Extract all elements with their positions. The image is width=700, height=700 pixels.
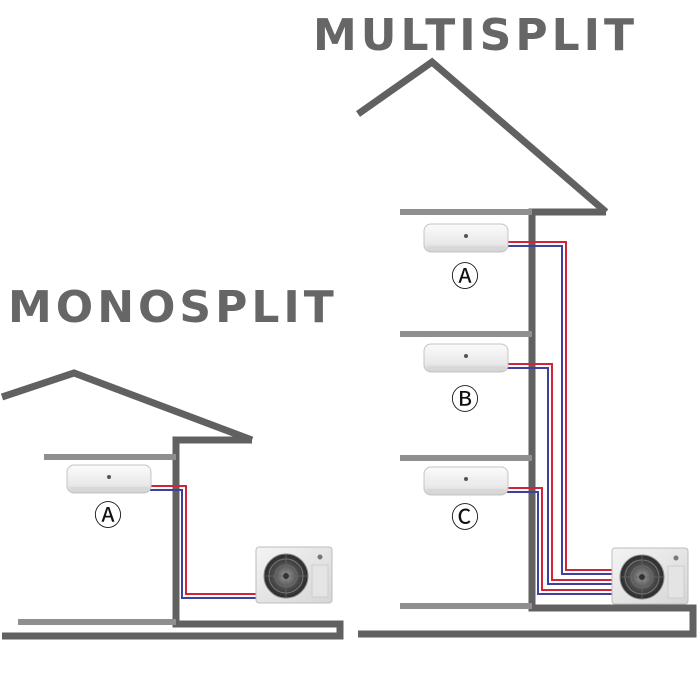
wall-mounted-ac-icon xyxy=(423,223,509,253)
wall-mounted-ac-icon xyxy=(423,466,509,496)
multisplit-outdoor-unit xyxy=(611,547,689,605)
multisplit-pipe-b-red xyxy=(507,363,614,581)
multisplit-indoor-unit-a xyxy=(423,223,509,253)
multisplit-wall xyxy=(358,208,697,638)
multisplit-indoor-unit-b xyxy=(423,343,509,373)
multisplit-title: MULTISPLIT xyxy=(313,10,638,61)
monosplit-title: MONOSPLIT xyxy=(8,282,338,333)
multisplit-indoor-unit-c xyxy=(423,466,509,496)
multisplit-house xyxy=(355,57,697,638)
wall-mounted-ac-icon xyxy=(66,464,152,494)
multisplit-unit-label-a: Ⓐ xyxy=(451,260,479,293)
monosplit-refrigerant-pipes xyxy=(150,485,258,599)
outdoor-condenser-icon xyxy=(255,546,333,604)
monosplit-indoor-unit-a xyxy=(66,464,152,494)
monosplit-pipe-red xyxy=(150,485,258,595)
multisplit-unit-label-c: Ⓒ xyxy=(451,501,479,534)
multisplit-pipe-a-blue xyxy=(507,245,614,575)
monosplit-outdoor-unit xyxy=(255,546,333,604)
monosplit-wall xyxy=(2,436,344,640)
wall-mounted-ac-icon xyxy=(423,343,509,373)
monosplit-unit-label-a: Ⓐ xyxy=(94,499,122,532)
multisplit-pipe-a-red xyxy=(507,241,614,571)
multisplit-pipe-c-blue xyxy=(507,491,614,595)
multisplit-roof xyxy=(355,57,609,215)
monosplit-roof xyxy=(0,369,254,444)
multisplit-pipe-b-blue xyxy=(507,367,614,585)
outdoor-condenser-icon xyxy=(611,547,689,605)
multisplit-pipe-c-red xyxy=(507,487,614,591)
monosplit-house xyxy=(0,369,344,640)
multisplit-unit-label-b: Ⓑ xyxy=(451,383,479,416)
monosplit-pipe-blue xyxy=(150,489,258,599)
multisplit-refrigerant-pipes xyxy=(507,241,614,595)
